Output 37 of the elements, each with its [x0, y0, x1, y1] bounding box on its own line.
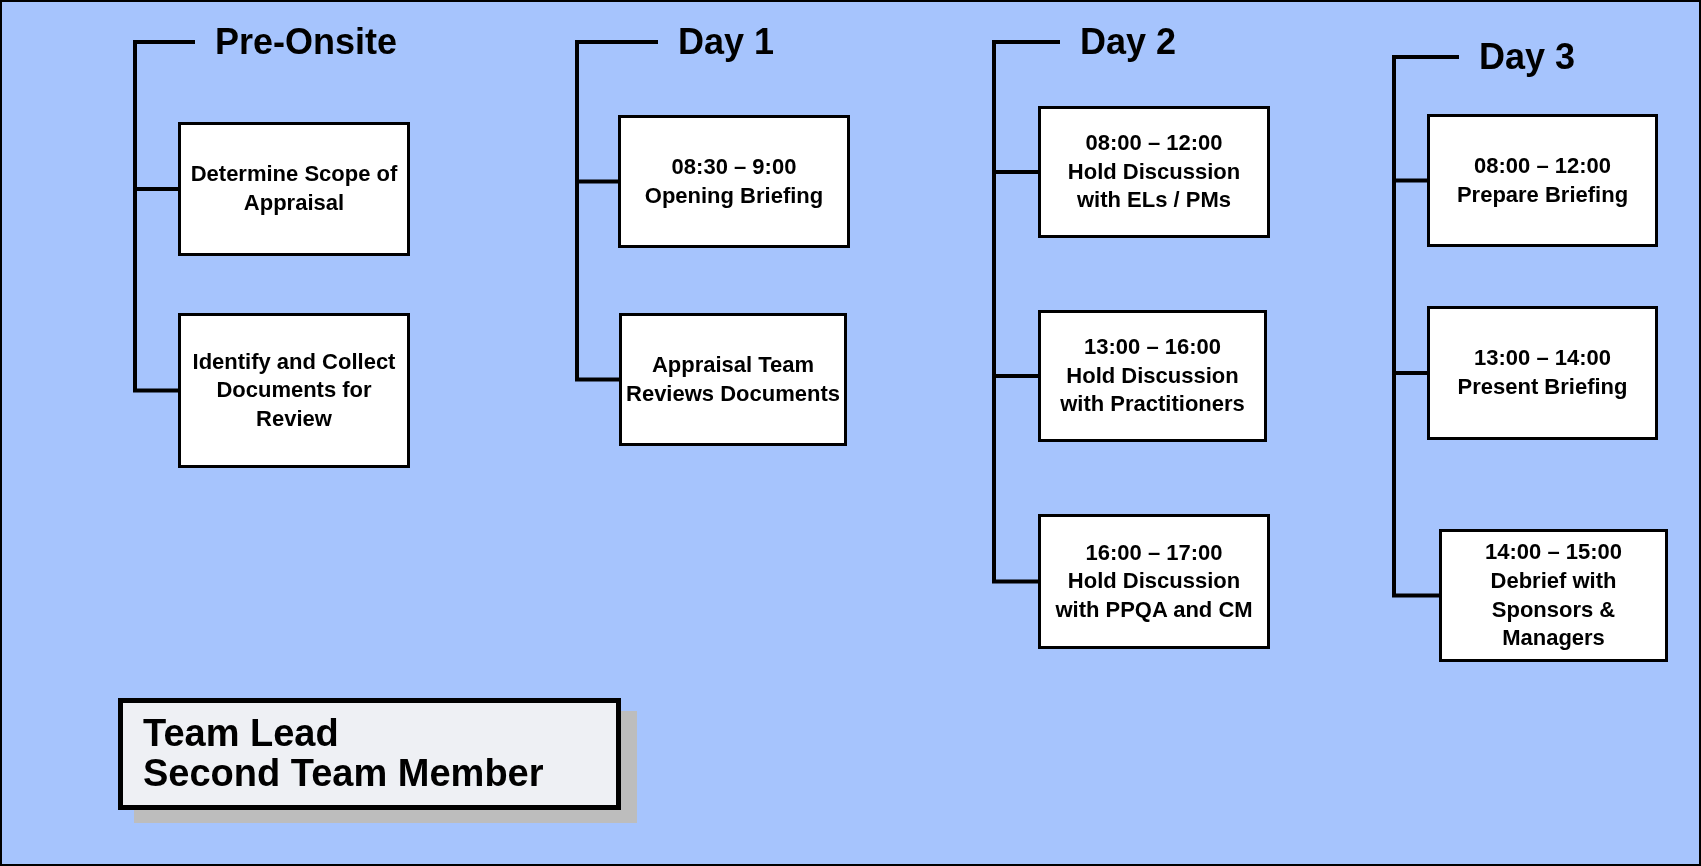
day-heading: Day 3 [1459, 35, 1599, 79]
time-label: 08:30 – 9:00 [671, 152, 797, 181]
time-label: 13:00 – 14:00 [1474, 344, 1611, 373]
task-box [178, 313, 410, 468]
task-text: Hold Discussion with Practitioners [1059, 361, 1246, 419]
role-text: Second Team Member [143, 754, 545, 794]
task-text: Hold Discussion with PPQA and CM [1054, 567, 1254, 624]
day-heading: Day 1 [658, 20, 798, 64]
task-text: Identify and Collect Documents for Review [191, 347, 397, 433]
task-box [1038, 514, 1270, 649]
task-text: Prepare Briefing [1456, 180, 1629, 209]
task-text: Present Briefing [1457, 373, 1628, 401]
task-text: Hold Discussion with ELs / PMs [1066, 157, 1242, 215]
task-box [1427, 114, 1658, 247]
day-heading: Day 2 [1060, 20, 1200, 64]
task-text: Debrief with Sponsors & Managers [1489, 566, 1618, 653]
time-label: 08:00 – 12:00 [1085, 129, 1223, 158]
task-text: Appraisal Team Reviews Documents [626, 350, 840, 408]
task-box [1427, 306, 1658, 440]
task-box [1038, 106, 1270, 238]
task-box [1038, 310, 1267, 442]
task-box [619, 313, 847, 446]
bracket-connector [1392, 55, 1459, 598]
time-label: 16:00 – 17:00 [1085, 538, 1223, 567]
task-box [618, 115, 850, 248]
time-label: 14:00 – 15:00 [1485, 538, 1622, 567]
task-box [1439, 529, 1668, 662]
time-label: 08:00 – 12:00 [1474, 151, 1611, 180]
bracket-connector [992, 40, 1060, 584]
bracket-connector [133, 40, 195, 393]
task-box [178, 122, 410, 256]
task-text: Determine Scope of Appraisal [189, 160, 399, 217]
time-label: 13:00 – 16:00 [1084, 333, 1221, 362]
task-text: Opening Briefing [644, 181, 824, 210]
bracket-connector [575, 40, 658, 382]
role-text: Team Lead [143, 714, 340, 754]
day-heading: Pre-Onsite [195, 20, 425, 64]
